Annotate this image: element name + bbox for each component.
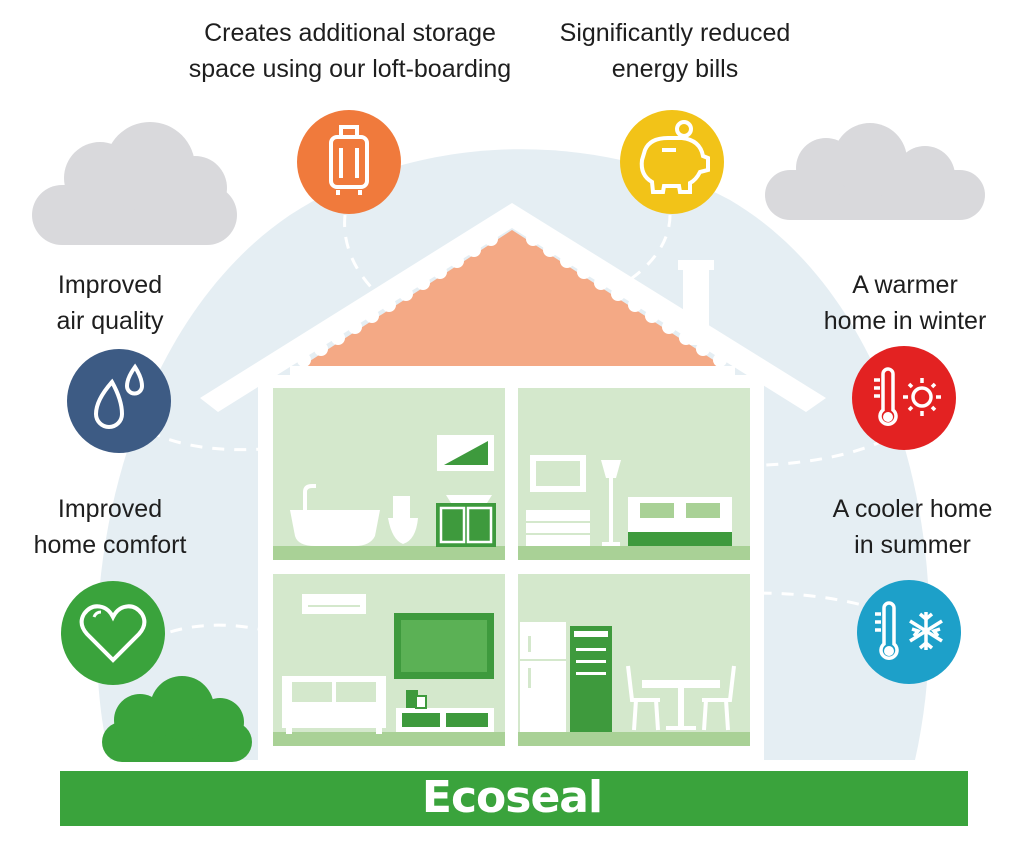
toilet bbox=[393, 496, 410, 518]
storage-icon-circle bbox=[297, 110, 401, 214]
bedroom bbox=[526, 455, 732, 546]
warmer-icon-circle bbox=[852, 346, 956, 450]
dining-table bbox=[642, 680, 720, 688]
bush bbox=[102, 676, 252, 762]
cooker bbox=[570, 626, 612, 732]
air-conditioner bbox=[302, 594, 366, 614]
dining-chairs bbox=[626, 665, 736, 731]
air-icon-circle bbox=[67, 349, 171, 453]
dresser bbox=[526, 510, 590, 546]
brand-logo: Ecoseal bbox=[421, 772, 603, 823]
heart-icon bbox=[79, 604, 147, 663]
sink bbox=[446, 495, 492, 503]
comfort-icon-circle bbox=[61, 581, 165, 685]
bathroom bbox=[290, 435, 496, 547]
suitcase-icon bbox=[329, 125, 369, 195]
loft-insulation bbox=[293, 230, 732, 372]
cloud-left bbox=[32, 122, 237, 245]
piggy-bank-icon bbox=[639, 120, 710, 194]
bills-icon-circle bbox=[620, 110, 724, 214]
kitchen bbox=[520, 622, 736, 732]
bathtub bbox=[290, 510, 380, 546]
insulation-edge bbox=[297, 232, 727, 367]
thermometer-snowflake-icon bbox=[875, 601, 943, 660]
fridge bbox=[520, 622, 566, 732]
thermometer-sun-icon bbox=[874, 367, 941, 426]
room-floors bbox=[273, 546, 750, 746]
cooler-icon-circle bbox=[857, 580, 961, 684]
water-drops-icon bbox=[93, 363, 145, 429]
vanity-cabinet bbox=[436, 503, 496, 547]
cloud-right bbox=[765, 123, 985, 220]
floor-lamp bbox=[601, 460, 621, 478]
ground-bar bbox=[60, 771, 968, 826]
living-room bbox=[282, 594, 494, 734]
